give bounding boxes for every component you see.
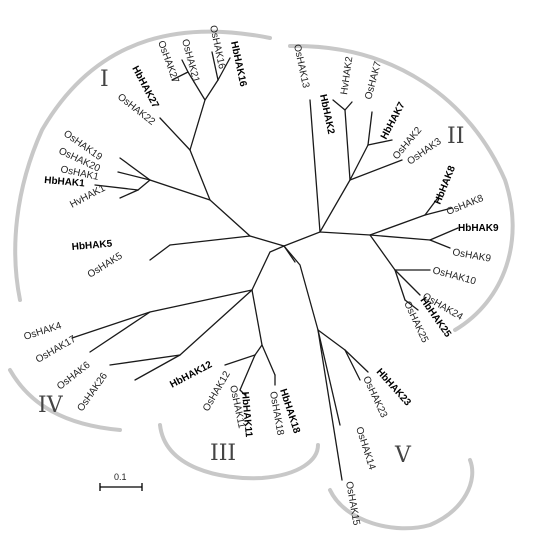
scale-bar: 0.1 <box>99 472 143 491</box>
clade-arc-4 <box>8 368 122 432</box>
clade-label: V <box>394 443 412 468</box>
clade-arc-5 <box>328 458 475 531</box>
leaf-label: OsHAK14 <box>353 426 377 472</box>
clade-arcs <box>8 29 515 531</box>
clade-arc-1 <box>13 29 272 302</box>
clade-label: IV <box>38 393 64 418</box>
leaf-label: OsHAK9 <box>451 247 492 265</box>
leaf-label: OsHAK5 <box>86 250 125 280</box>
leaf-label: OsHAK4 <box>23 320 64 343</box>
leaf-label: OsHAK6 <box>55 359 93 392</box>
leaf-label: OsHAK17 <box>34 334 78 366</box>
leaf-label: HbHAK9 <box>458 223 499 234</box>
leaf-label: HbHAK8 <box>433 164 459 206</box>
leaf-label: HbHAK16 <box>228 40 248 88</box>
clade-numerals: I II III IV V <box>38 67 464 468</box>
leaf-label: HbHAK5 <box>71 238 113 253</box>
leaf-label: OsHAK27 <box>155 39 181 85</box>
leaf-labels: HbHAK16 OsHAK16 OsHAK21 OsHAK27 HbHAK27 … <box>23 24 499 526</box>
leaf-label: HbHAK12 <box>168 359 214 391</box>
clade-arc-3 <box>158 423 320 481</box>
leaf-label: OsHAK8 <box>445 193 486 218</box>
leaf-label: OsHAK13 <box>291 43 311 89</box>
clade-label: I <box>100 67 109 92</box>
leaf-label: OsHAK10 <box>431 265 477 287</box>
scale-bar-label: 0.1 <box>114 472 127 482</box>
leaf-label: HvHAK2 <box>339 55 355 95</box>
leaf-label: HbHAK1 <box>44 175 86 190</box>
clade-arc-2 <box>288 43 515 332</box>
leaf-label: HbHAK7 <box>379 100 408 141</box>
clade-label: II <box>447 124 464 149</box>
tree-branches <box>71 51 459 481</box>
leaf-label: OsHAK15 <box>343 481 362 527</box>
leaf-label: OsHAK7 <box>363 60 384 101</box>
leaf-label: HbHAK11 <box>239 391 254 438</box>
clade-label: III <box>210 441 236 466</box>
